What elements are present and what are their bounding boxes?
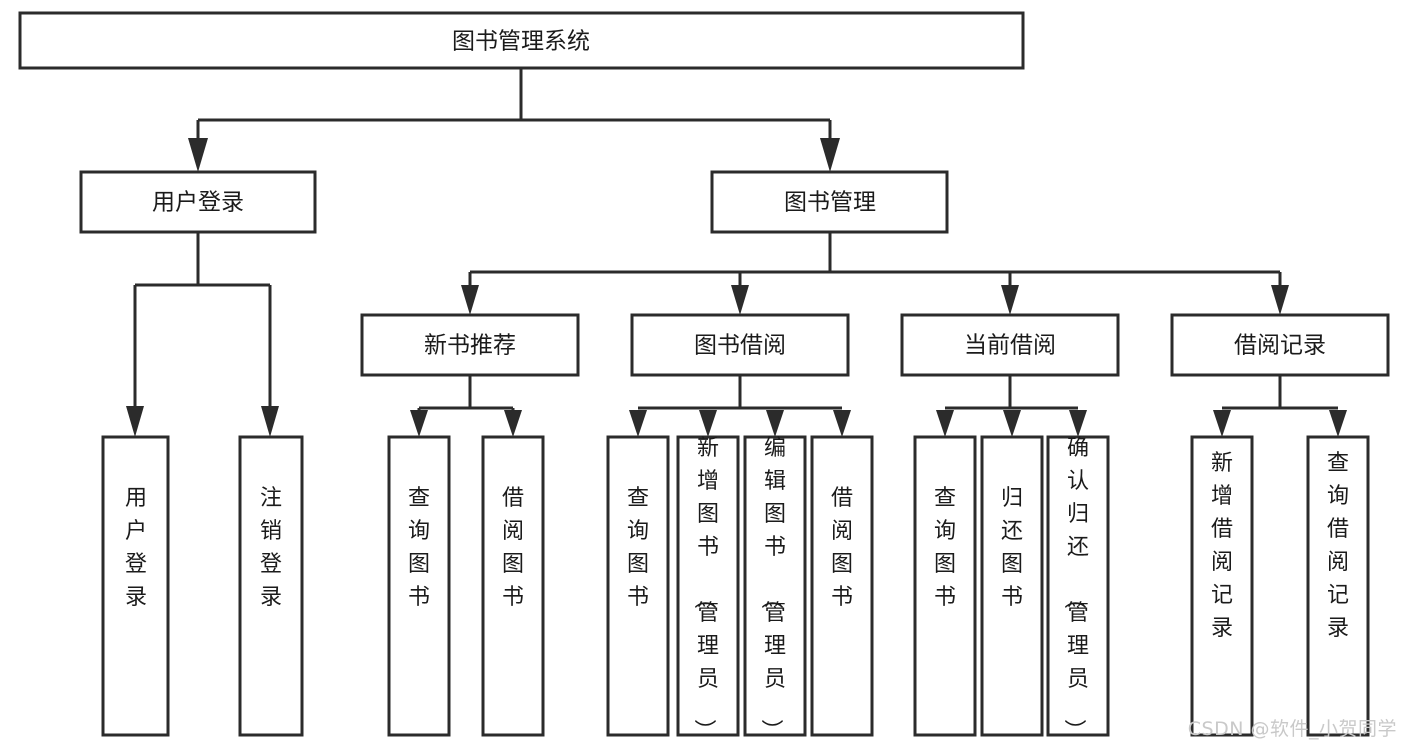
node-book-manage-label: 图书管理 xyxy=(784,190,876,216)
arrow-head-new-book xyxy=(461,285,479,315)
leaf-node[interactable] xyxy=(238,435,304,737)
connector-group-new-book-recommend xyxy=(410,375,522,437)
connector-group-book-manage xyxy=(461,232,1289,315)
arrow-head-borrow-record xyxy=(1271,285,1289,315)
connector-group-root xyxy=(188,68,840,172)
node-book-borrow-box[interactable] xyxy=(630,313,850,377)
arrow-head-bb-leaf-4 xyxy=(833,410,851,437)
leaf-cb-return-box[interactable] xyxy=(980,435,1044,737)
leaf-label-vertical: 归还图书 xyxy=(1001,486,1023,610)
leaf-label-vertical: 查询图书 xyxy=(627,486,649,610)
node-new-book-recommend-label: 新书推荐 xyxy=(424,333,516,359)
node-new-book-recommend[interactable]: 新书推荐 xyxy=(360,313,580,377)
leaf-node[interactable] xyxy=(810,435,874,737)
leaf-label-vertical: 查询图书 xyxy=(408,486,430,610)
leaf-node[interactable] xyxy=(980,435,1044,737)
leaf-user-login-box[interactable] xyxy=(101,435,170,737)
leaf-bb-query-box[interactable] xyxy=(606,435,670,737)
arrow-head-current-borrow xyxy=(1001,285,1019,315)
node-book-manage-box[interactable] xyxy=(710,170,949,234)
arrow-head-leaf-user-login xyxy=(126,406,144,437)
node-root-label: 图书管理系统 xyxy=(452,29,590,55)
leaf-cb-confirm-box[interactable] xyxy=(1046,435,1110,737)
csdn-watermark: CSDN @软件_小贺同学 xyxy=(1187,718,1397,740)
leaf-node[interactable] xyxy=(743,435,807,737)
connector-group-book-borrow xyxy=(629,375,851,437)
leaf-node[interactable] xyxy=(101,435,170,737)
node-book-manage[interactable]: 图书管理 xyxy=(710,170,949,234)
arrow-head-cb-leaf-1 xyxy=(936,410,954,437)
leaf-label-vertical: 查询图书 xyxy=(934,486,956,610)
leaf-node[interactable] xyxy=(676,435,740,737)
leaf-node[interactable] xyxy=(1046,435,1110,737)
arrow-head-nbr-leaf-1 xyxy=(410,410,428,437)
leaf-br-add-box[interactable] xyxy=(1190,435,1254,737)
node-current-borrow-label: 当前借阅 xyxy=(964,333,1056,359)
leaf-label-vertical: 确认归还（管理员） xyxy=(1061,436,1089,741)
leaf-node[interactable] xyxy=(387,435,451,737)
arrow-head-book-borrow xyxy=(731,285,749,315)
node-book-borrow-label: 图书借阅 xyxy=(694,333,786,359)
leaf-label-vertical: 用户登录 xyxy=(125,486,147,610)
arrow-head-br-leaf-2 xyxy=(1329,410,1347,437)
leaf-nbr-borrow-box[interactable] xyxy=(481,435,545,737)
connector-group-current-borrow xyxy=(936,375,1087,437)
arrow-head-nbr-leaf-2 xyxy=(504,410,522,437)
leaf-bb-edit-box[interactable] xyxy=(743,435,807,737)
arrow-head-cb-leaf-3 xyxy=(1069,410,1087,437)
leaf-label-vertical: 新增图书（管理员） xyxy=(691,436,719,741)
leaf-label-vertical: 查询借阅记录 xyxy=(1327,451,1349,641)
leaf-node[interactable] xyxy=(481,435,545,737)
node-borrow-record-box[interactable] xyxy=(1170,313,1390,377)
arrow-head-book-manage xyxy=(820,138,840,172)
leaf-node[interactable] xyxy=(1190,435,1254,737)
arrow-head-user-login xyxy=(188,138,208,172)
arrow-head-br-leaf-1 xyxy=(1213,410,1231,437)
leaf-node[interactable] xyxy=(606,435,670,737)
leaf-cb-query-box[interactable] xyxy=(913,435,977,737)
leaf-node[interactable] xyxy=(1306,435,1370,737)
node-current-borrow-box[interactable] xyxy=(900,313,1120,377)
node-borrow-record-label: 借阅记录 xyxy=(1234,333,1326,359)
node-current-borrow[interactable]: 当前借阅 xyxy=(900,313,1120,377)
connector-group-borrow-record xyxy=(1213,375,1347,437)
leaf-logout-box[interactable] xyxy=(238,435,304,737)
arrow-head-cb-leaf-2 xyxy=(1003,410,1021,437)
connector-group-user-login xyxy=(126,232,279,437)
node-book-borrow[interactable]: 图书借阅 xyxy=(630,313,850,377)
node-root-box[interactable] xyxy=(18,11,1025,70)
leaf-label-vertical: 借阅图书 xyxy=(502,486,524,610)
arrow-head-bb-leaf-2 xyxy=(699,410,717,437)
arrow-head-leaf-logout xyxy=(261,406,279,437)
leaf-label-vertical: 注销登录 xyxy=(260,486,282,610)
leaf-br-query-box[interactable] xyxy=(1306,435,1370,737)
leaf-bb-add-box[interactable] xyxy=(676,435,740,737)
node-new-book-recommend-box[interactable] xyxy=(360,313,580,377)
arrow-head-bb-leaf-3 xyxy=(766,410,784,437)
leaf-label-vertical: 新增借阅记录 xyxy=(1211,451,1233,641)
node-root[interactable]: 图书管理系统 xyxy=(18,11,1025,70)
leaf-label-vertical: 借阅图书 xyxy=(831,486,853,610)
node-user-login-label: 用户登录 xyxy=(152,190,244,216)
arrow-head-bb-leaf-1 xyxy=(629,410,647,437)
leaf-nbr-query-box[interactable] xyxy=(387,435,451,737)
leaf-node[interactable] xyxy=(913,435,977,737)
node-user-login[interactable]: 用户登录 xyxy=(79,170,317,234)
leaf-label-vertical: 编辑图书（管理员） xyxy=(758,436,786,741)
leaf-bb-borrow-box[interactable] xyxy=(810,435,874,737)
node-user-login-box[interactable] xyxy=(79,170,317,234)
node-borrow-record[interactable]: 借阅记录 xyxy=(1170,313,1390,377)
